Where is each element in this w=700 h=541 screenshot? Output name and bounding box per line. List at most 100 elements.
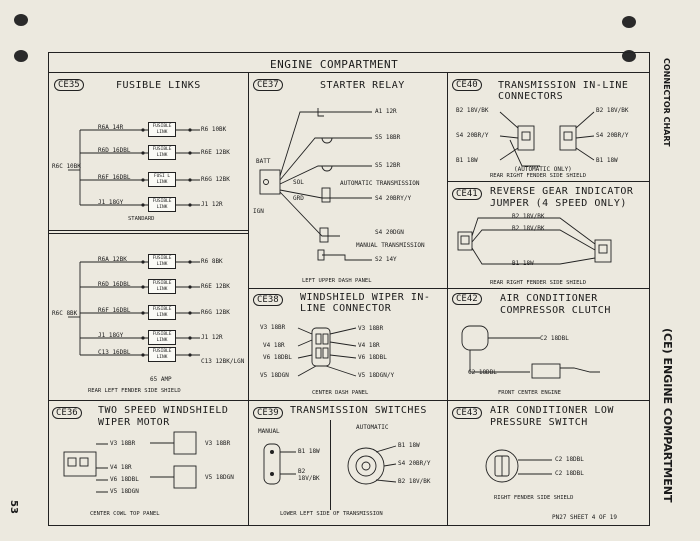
ce37-title: STARTER RELAY: [320, 80, 405, 91]
wire-label: B2 18V/BK: [398, 478, 431, 485]
ce43-caption: RIGHT FENDER SIDE SHIELD: [494, 495, 574, 501]
wire-label: V4 18R: [263, 342, 285, 349]
wire-label: R6E 12BK: [201, 149, 230, 156]
wire-label: R6A 14R: [98, 124, 124, 131]
ce35-badge: CE35: [54, 79, 84, 91]
wire-label: B1 18W: [512, 260, 534, 267]
wire-label: B1 18W: [456, 157, 478, 164]
divider: [48, 233, 248, 235]
wire-label: V6 18DBL: [263, 354, 292, 361]
wire-label: V3 18BR: [260, 324, 286, 331]
ce39-auto-label: AUTOMATIC: [356, 424, 389, 431]
page-number: 53: [8, 500, 19, 514]
wire-label: R6G 12BK: [201, 309, 230, 316]
ce41-caption: REAR RIGHT FENDER SIDE SHIELD: [490, 280, 587, 286]
terminal-label: SOL: [293, 179, 304, 186]
ce36-title: TWO SPEED WINDSHIELD WIPER MOTOR: [98, 405, 229, 428]
ce38-badge: CE38: [253, 294, 283, 306]
divider: [330, 420, 332, 510]
fusible-link: FUSI L LINK: [148, 172, 176, 187]
wire-label: R6 10BK: [201, 126, 227, 133]
ce36-caption: CENTER COWL TOP PANEL: [90, 511, 160, 517]
ce39-title: TRANSMISSION SWITCHES: [290, 405, 427, 416]
wire-label: S2 14Y: [375, 256, 397, 263]
divider: [248, 72, 250, 526]
ce40-note: (AUTOMATIC ONLY): [514, 166, 572, 173]
wire-label: C2 18DBL: [555, 470, 584, 477]
wire-label: B2 18V/BK: [456, 107, 489, 114]
fusible-link: FUSIBLE LINK: [148, 197, 176, 212]
binder-hole: [622, 50, 636, 62]
wire-label: J1 18GY: [98, 199, 124, 206]
wire-label: V5 18DGN: [110, 488, 139, 495]
wire-label: R6D 16DBL: [98, 281, 131, 288]
page-title: ENGINE COMPARTMENT: [270, 58, 399, 71]
terminal-label: IGN: [253, 208, 264, 215]
wire-label: AUTOMATIC TRANSMISSION: [340, 180, 420, 187]
wire-label: B2 18V/BK: [596, 107, 629, 114]
wire-label: V5 18DGN: [205, 474, 234, 481]
ce39-manual-label: MANUAL: [258, 428, 280, 435]
wire-label: S4 20BR/Y: [596, 132, 629, 139]
wire-label: S4 20DGN: [375, 229, 404, 236]
terminal-label: BATT: [256, 158, 271, 165]
ce41-badge: CE41: [452, 188, 482, 200]
divider: [447, 181, 650, 183]
wire-label: S4 20BR/Y: [398, 460, 431, 467]
ce42-title: AIR CONDITIONER COMPRESSOR CLUTCH: [500, 293, 611, 316]
ce42-badge: CE42: [452, 293, 482, 305]
ce35-caption-upper: STANDARD: [128, 216, 155, 222]
binder-hole: [622, 16, 636, 28]
ce42-caption: FRONT CENTER ENGINE: [498, 390, 561, 396]
terminal-label: GRD: [293, 195, 304, 202]
wire-label: J1 12R: [201, 334, 223, 341]
ce36-badge: CE36: [52, 407, 82, 419]
ce39-caption: LOWER LEFT SIDE OF TRANSMISSION: [280, 511, 383, 517]
ce38-title: WINDSHIELD WIPER IN-LINE CONNECTOR: [300, 292, 431, 314]
ce39-badge: CE39: [253, 407, 283, 419]
fusible-link: FUSIBLE LINK: [148, 330, 176, 345]
fusible-link: FUSIBLE LINK: [148, 305, 176, 320]
binder-hole: [14, 14, 28, 26]
wire-label: B1 18W: [596, 157, 618, 164]
wire-label: V3 18BR: [205, 440, 231, 447]
fusible-link: FUSIBLE LINK: [148, 145, 176, 160]
wire-label: V5 18DGN: [260, 372, 289, 379]
ce37-caption: LEFT UPPER DASH PANEL: [302, 278, 372, 284]
wire-label: S5 18BR: [375, 134, 401, 141]
wire-label: S5 12BR: [375, 162, 401, 169]
ce35-caption-lower: REAR LEFT FENDER SIDE SHIELD: [88, 388, 181, 394]
wire-label: R6F 16DBL: [98, 307, 131, 314]
wire-label: C13 12BK/LGN: [201, 358, 245, 365]
wire-label: B2 18V/BK: [298, 468, 320, 482]
wire-label: V3 18BR: [358, 325, 384, 332]
wire-label: V3 18BR: [110, 440, 136, 447]
ce35-title: FUSIBLE LINKS: [116, 80, 201, 91]
wire-label: V4 18R: [358, 342, 380, 349]
ce40-badge: CE40: [452, 79, 482, 91]
fusible-link: FUSIBLE LINK: [148, 254, 176, 269]
wire-label: V5 18DGN/Y: [358, 372, 395, 379]
wire-label: C2 18DBL: [540, 335, 569, 342]
binder-hole: [14, 50, 28, 62]
wire-label: V6 18DBL: [358, 354, 387, 361]
wire-label: S4 20BR/Y: [456, 132, 489, 139]
wire-label: B1 18W: [298, 448, 320, 455]
wire-label: C2 18DBL: [555, 456, 584, 463]
divider: [248, 288, 650, 290]
divider: [48, 400, 650, 402]
ce35-note: 65 AMP: [150, 376, 172, 383]
side-section: (CE) ENGINE COMPARTMENT: [661, 328, 674, 503]
fusible-link: FUSIBLE LINK: [148, 279, 176, 294]
wire-label: C2 18DBL: [468, 369, 497, 376]
wire-label: R6D 16DBL: [98, 147, 131, 154]
ce43-badge: CE43: [452, 407, 482, 419]
